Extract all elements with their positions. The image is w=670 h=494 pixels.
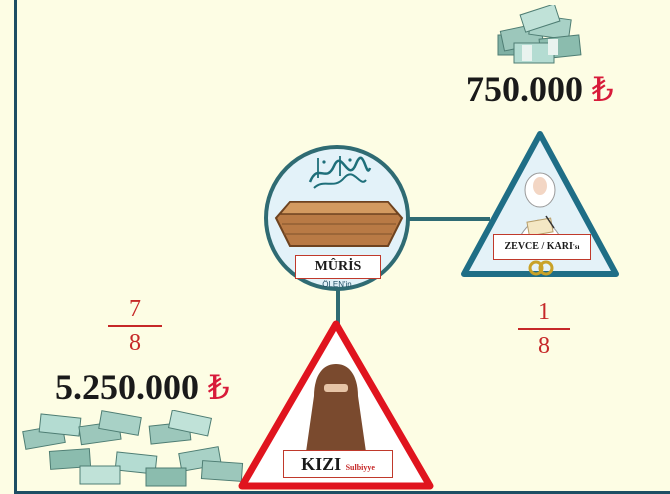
daughter-amount: 5.250.000 ₺	[55, 366, 230, 408]
wedding-rings-icon	[528, 260, 554, 276]
daughter-share-fraction: 7 8	[108, 295, 162, 357]
daughter-triangle	[238, 320, 434, 490]
wife-fraction-bar	[518, 328, 570, 330]
wife-label-alt: KARI	[546, 241, 573, 252]
niqab-woman-icon	[306, 364, 366, 452]
daughter-label: KIZI Sulbiyye	[283, 450, 393, 478]
daughter-amount-value: 5.250.000	[55, 367, 199, 407]
money-stack-icon	[497, 5, 582, 64]
daughter-share-numerator: 7	[129, 296, 141, 322]
deceased-title: MÛRİS	[314, 259, 362, 274]
deceased-subtitle: ÖLEN'in	[322, 280, 352, 289]
wife-share-fraction: 1 8	[518, 298, 570, 360]
calligraphy-icon	[308, 156, 372, 189]
wife-label-sep: /	[538, 241, 547, 252]
daughter-label-main: KIZI	[301, 454, 342, 474]
wife-share-numerator: 1	[538, 299, 550, 325]
money-stack-icon	[22, 410, 244, 487]
frame-left-border	[14, 0, 17, 494]
daughter-label-sub: Sulbiyye	[345, 463, 375, 472]
wife-label-main: ZEVCE	[504, 241, 539, 252]
wife-share-denominator: 8	[538, 333, 550, 359]
frame-bottom-border	[14, 491, 670, 494]
deceased-title-box: MÛRİS	[295, 255, 381, 279]
wife-amount: 750.000 ₺	[466, 68, 614, 110]
wife-label: ZEVCE / KARI'sı	[493, 234, 591, 260]
lira-icon: ₺	[592, 70, 614, 110]
connector-to-daughter	[336, 290, 340, 326]
connector-to-wife	[408, 217, 490, 221]
wife-label-suffix: 'sı	[572, 243, 580, 251]
wife-amount-value: 750.000	[466, 69, 583, 109]
lira-icon: ₺	[208, 368, 230, 408]
daughter-share-denominator: 8	[129, 330, 141, 356]
coffin-icon	[274, 201, 404, 247]
daughter-fraction-bar	[108, 325, 162, 327]
